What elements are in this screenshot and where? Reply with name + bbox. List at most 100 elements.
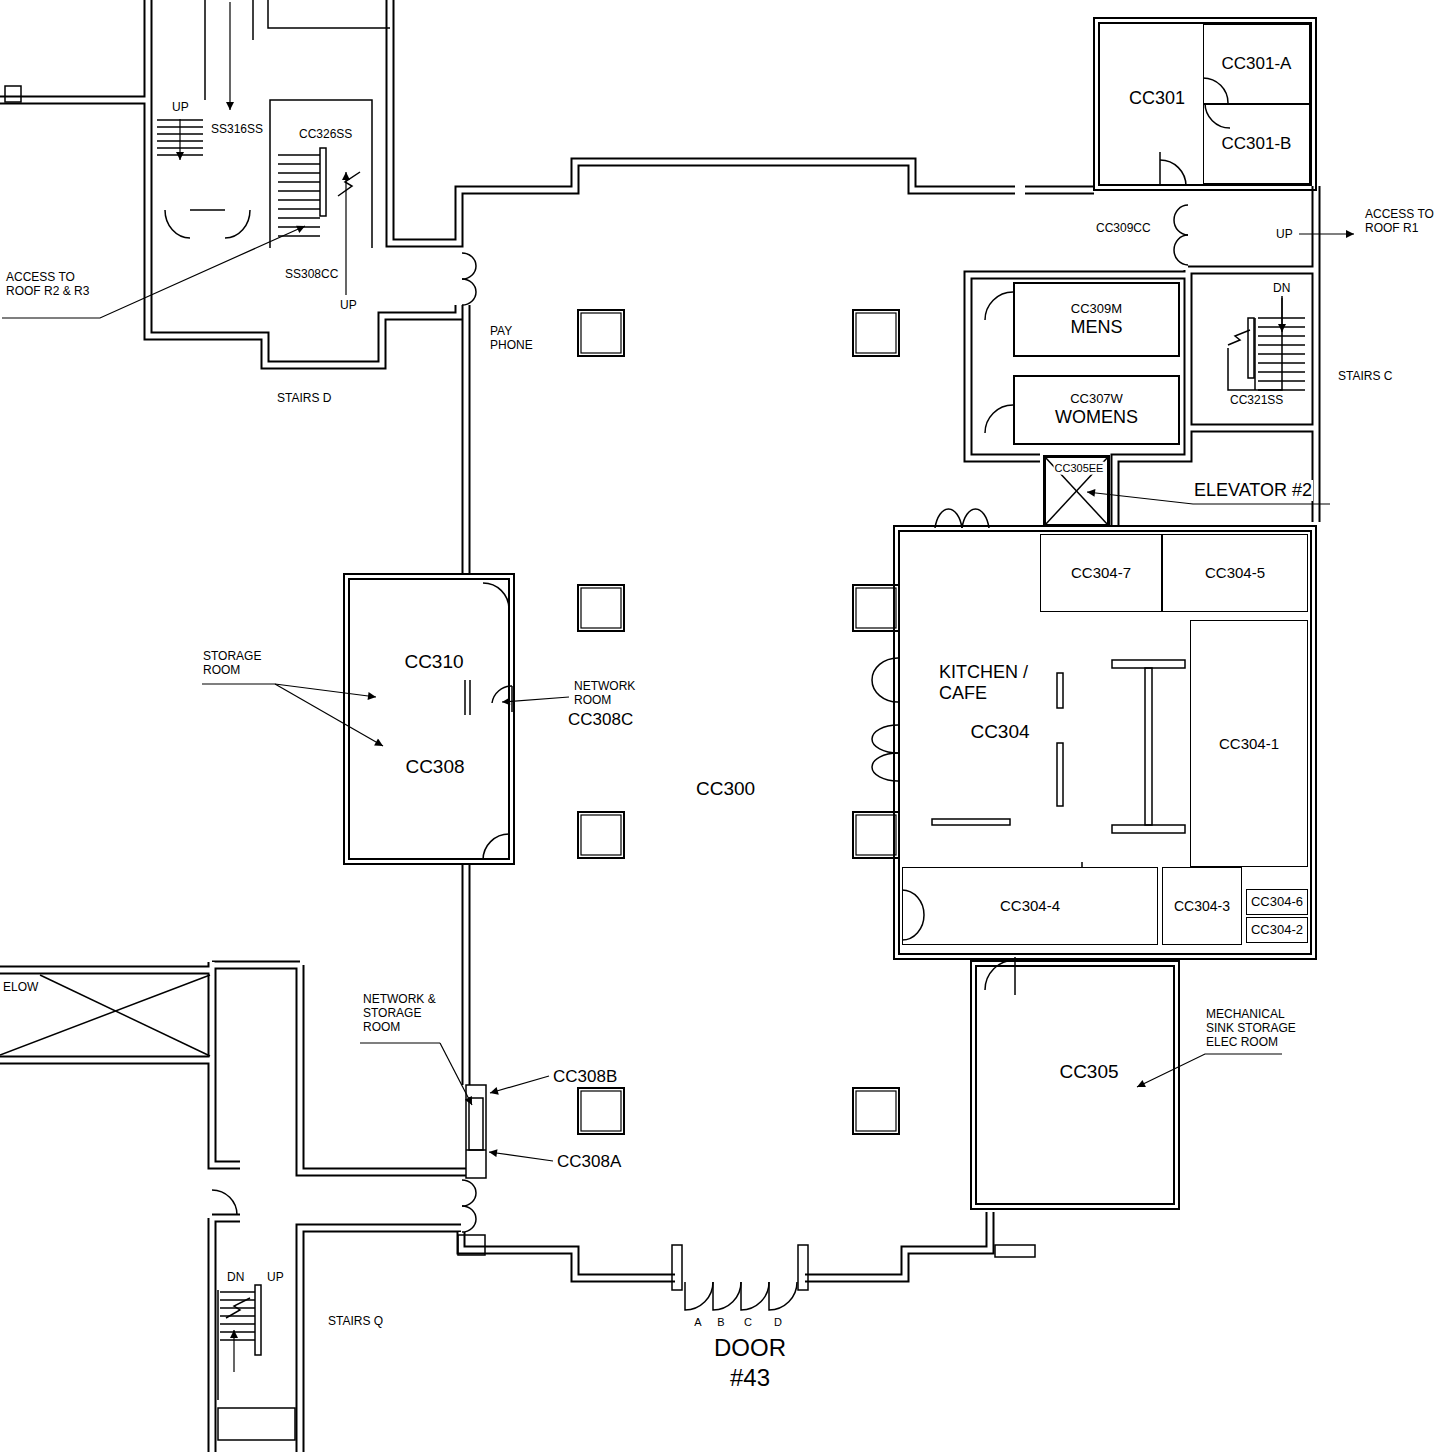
- wall-core-group: [0, 0, 1316, 1452]
- leader-arrow: [345, 172, 346, 295]
- wall-outer: [212, 962, 240, 1165]
- leader-line-group: [202, 684, 440, 1043]
- sub-room: CC304-7: [1040, 534, 1162, 612]
- door-swing: [483, 583, 509, 609]
- column-outer: [853, 585, 899, 631]
- stair-line: [220, 1307, 255, 1309]
- stair-id: CC326SS: [298, 128, 353, 142]
- door-swing: [1203, 78, 1228, 103]
- stair-line: [469, 680, 471, 715]
- room-label: CC301: [1128, 88, 1186, 109]
- door-swing: [1174, 205, 1188, 235]
- wall-core: [148, 0, 459, 365]
- wall-core: [1188, 426, 1316, 431]
- door-swing: [713, 1282, 741, 1310]
- stair-direction: UP: [266, 1271, 285, 1285]
- stair-line: [278, 172, 320, 174]
- stair-line: [220, 1291, 255, 1293]
- room-sublabel: WOMENS: [1054, 407, 1139, 428]
- stair-line: [0, 975, 210, 1055]
- leader-arrow: [490, 1076, 549, 1093]
- stair-direction: DN: [226, 1271, 245, 1285]
- wall-outer: [1188, 424, 1316, 433]
- leader-arrow: [1299, 233, 1354, 234]
- wall-core: [390, 0, 1015, 243]
- door-swing: [1159, 152, 1161, 186]
- stair-line: [1258, 344, 1305, 346]
- leader-arrow: [1281, 298, 1282, 332]
- door-swing: [902, 890, 924, 940]
- wall-core: [212, 963, 300, 968]
- stair-direction: UP: [1275, 228, 1294, 242]
- door-swing: [511, 686, 513, 712]
- wall-core: [0, 1058, 212, 1063]
- elevator-cross: [1045, 457, 1108, 525]
- door-swing: [872, 753, 898, 781]
- fixture: [1057, 743, 1063, 806]
- door-swing: [165, 210, 190, 238]
- room-id: CC308C: [567, 710, 634, 730]
- structural-column: [853, 1088, 899, 1134]
- structural-column: [578, 310, 624, 356]
- door-swing: [985, 292, 1013, 320]
- wall-core: [464, 863, 469, 1085]
- structural-column: [853, 812, 899, 858]
- wall-core: [968, 275, 1188, 458]
- door-swing: [483, 834, 509, 860]
- leader-arrow-group: [2, 2, 1354, 1372]
- door-swing: [962, 509, 989, 528]
- room-label: CC304-3: [1173, 898, 1231, 914]
- wall-outer: [0, 1056, 212, 1065]
- door-swing: [462, 1180, 476, 1206]
- wall-core: [1115, 270, 1188, 527]
- column-inner: [581, 588, 621, 628]
- stair-id: CC321SS: [1229, 394, 1284, 408]
- callout-label: STORAGE ROOM: [202, 650, 279, 678]
- fixture: [320, 148, 326, 216]
- door-swing: [872, 658, 898, 702]
- column-outer: [853, 310, 899, 356]
- stair-line: [278, 181, 320, 183]
- room-label: CC304-1: [1218, 735, 1280, 752]
- wall-outer: [462, 863, 471, 1085]
- leader-arrow: [179, 119, 180, 160]
- leader-arrow: [275, 684, 376, 697]
- door-swing: [462, 253, 476, 279]
- room-box: CC301-B: [1203, 104, 1310, 184]
- wall-outer: [1025, 186, 1094, 195]
- wall-core: [805, 1212, 990, 1278]
- stair-line: [278, 199, 320, 201]
- stair-line: [220, 1315, 255, 1317]
- structural-column: [578, 585, 624, 631]
- room-label: CC301-B: [1221, 134, 1293, 154]
- stair-line: [268, 0, 390, 28]
- stair-line: [278, 190, 320, 192]
- fixture: [5, 86, 21, 102]
- mechanical-room: CC305: [975, 965, 1175, 1205]
- stair-line: [220, 1331, 255, 1333]
- door-swing: [872, 725, 898, 753]
- door-leaf-letter: A: [693, 1316, 702, 1329]
- wall-outer: [208, 1218, 217, 1452]
- stair-line: [1258, 362, 1305, 364]
- room-label: CC301-A: [1221, 54, 1293, 74]
- stair-name: STAIRS D: [276, 392, 332, 406]
- room-box: CC301 CC301-A CC301-B: [1098, 22, 1312, 186]
- kitchen-room: KITCHEN / CAFECC304CC304-7CC304-5CC304-1…: [898, 530, 1312, 955]
- wall-outer: [1115, 270, 1188, 527]
- column-outer: [578, 1088, 624, 1134]
- wall-outer: [805, 1212, 990, 1278]
- fixture: [932, 819, 1010, 825]
- leader-arrow: [502, 697, 569, 702]
- corridor-id: CC309CC: [1095, 222, 1152, 236]
- stair-id: SS308CC: [284, 268, 339, 282]
- wall-outer: [0, 966, 212, 975]
- fixture: [218, 1408, 295, 1440]
- stair-line: [1258, 353, 1305, 355]
- room-id: CC308B: [552, 1067, 618, 1087]
- column-outer: [853, 812, 899, 858]
- fixture: [469, 1098, 483, 1150]
- stair-line: [1228, 330, 1250, 345]
- room-label: CC304-4: [999, 897, 1061, 914]
- column-inner: [581, 313, 621, 353]
